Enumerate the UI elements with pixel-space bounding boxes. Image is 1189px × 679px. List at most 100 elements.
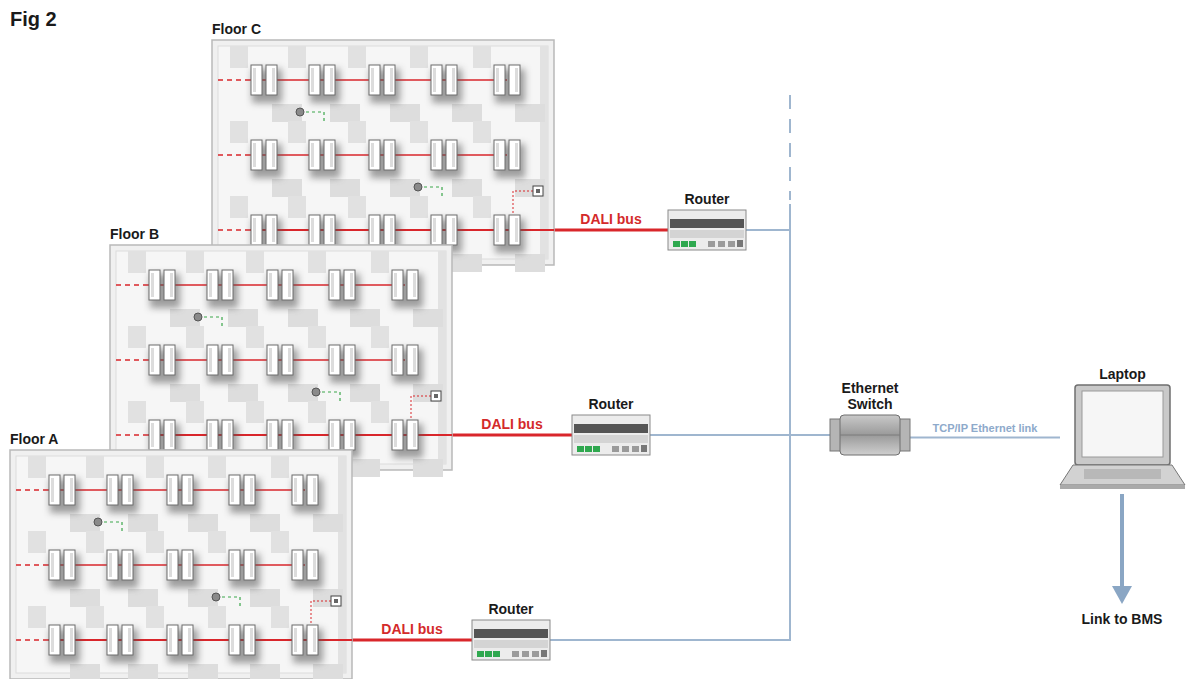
desk [288,46,306,68]
control-detail [434,394,438,398]
bus-continuation [789,95,791,200]
luminaire-half [369,140,380,170]
luminaire-half [407,420,418,450]
lamp [390,143,393,167]
desk [308,326,326,348]
luminaire-half [307,550,318,580]
floor-art [212,40,554,265]
router-port [522,651,529,657]
luminaire-half [494,215,505,245]
lamp [313,553,316,577]
desk [330,179,360,197]
desk [371,326,389,348]
luminaire-half [446,65,457,95]
sensor [94,518,102,526]
luminaire-half [324,215,335,245]
luminaire-half [251,65,262,95]
sensor-wire [306,112,324,122]
floor-plate [212,40,554,265]
lamp [170,273,173,297]
lamp [70,628,73,652]
lamp [70,478,73,502]
desk [350,459,380,477]
luminaire-half [251,215,262,245]
luminaire-half [164,420,175,450]
router-port [728,241,735,247]
desk [313,589,343,607]
luminaire [49,475,80,513]
luminaire-half [64,625,75,655]
lamp [515,68,518,92]
luminaire-half [267,420,278,450]
node-heading: Floor A [10,431,58,447]
desk [288,309,318,327]
luminaire-half [384,140,395,170]
luminaire-half [384,215,395,245]
router-band [574,424,648,433]
dali-stub [116,434,148,436]
lamp [169,553,172,577]
lamp [413,348,416,372]
lamp [231,478,234,502]
lamp [371,68,374,92]
luminaire [292,475,323,513]
desk [515,254,545,272]
figure-title: Fig 2 [10,8,57,31]
lamp [169,478,172,502]
lamp [371,218,374,242]
sensor [414,183,422,191]
router-port [632,446,639,452]
lamp [250,478,253,502]
router-terminal [485,651,492,657]
desk [410,196,428,218]
floor-node: Floor B [110,245,452,470]
ethernet-link [746,230,830,435]
router-art [668,210,746,250]
lamp [70,553,73,577]
router-port [708,241,715,247]
node-heading: Router [684,191,729,207]
luminaire-half [369,215,380,245]
desk [128,514,158,532]
desk [208,531,226,553]
lamp [151,348,154,372]
lamp [128,553,131,577]
lamp [288,273,291,297]
luminaire-half [49,625,60,655]
floor-plate [10,450,352,679]
dali-stub [16,639,48,641]
lamp [188,553,191,577]
desk [146,606,164,628]
luminaire-half [494,140,505,170]
luminaire-half [266,65,277,95]
switch-art [830,415,910,455]
luminaire [167,475,198,513]
luminaire-half [167,625,178,655]
desk [70,664,100,679]
lamp [311,218,314,242]
luminaire-half [107,475,118,505]
lamp [452,143,455,167]
luminaire [309,65,340,103]
luminaire-half [407,270,418,300]
sensor-wire [424,187,442,197]
luminaire-half [229,625,240,655]
lamp [169,628,172,652]
luminaire-half [431,65,442,95]
luminaire-half [244,550,255,580]
desk [271,531,289,553]
luminaire-half [266,215,277,245]
desk [146,531,164,553]
luminaire-half [182,625,193,655]
desk [186,251,204,273]
lamp [209,273,212,297]
luminaire-half [344,420,355,450]
lamp [209,348,212,372]
luminaire [49,625,80,663]
desk [246,326,264,348]
router-node: Router [572,415,650,455]
desk [188,514,218,532]
luminaire-half [222,270,233,300]
desk [271,606,289,628]
lamp [51,478,54,502]
